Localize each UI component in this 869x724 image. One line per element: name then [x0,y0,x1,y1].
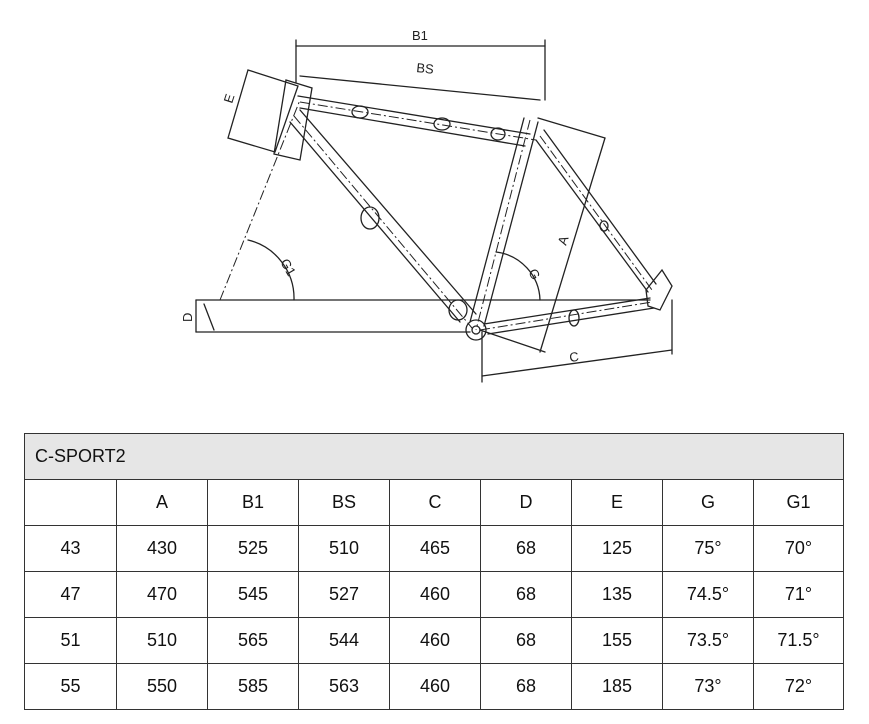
table-cell: 70° [752,525,845,572]
header-cell: A [116,479,208,526]
header-cell: E [571,479,663,526]
table-cell: 47 [24,571,117,618]
geometry-table: C-SPORT2 A B1 BS C D E G G1 43 430 525 5… [23,433,845,710]
table-cell: 43 [24,525,117,572]
table-cell: 73.5° [662,617,754,664]
frame-geometry-diagram: B1 BS E A G G1 D C [180,28,673,383]
table-cell: 544 [298,617,390,664]
header-cell: BS [298,479,390,526]
table-cell: 68 [480,617,572,664]
table-cell: 563 [298,663,390,710]
table-row: 55 550 585 563 460 68 185 73° 72° [24,663,845,710]
table-cell: 135 [571,571,663,618]
table-row: 51 510 565 544 460 68 155 73.5° 71.5° [24,617,845,664]
table-cell: 68 [480,525,572,572]
label-d: D [180,313,195,322]
label-c: C [568,349,579,365]
table-cell: 465 [389,525,481,572]
table-cell: 550 [116,663,208,710]
table-cell: 73° [662,663,754,710]
label-bs: BS [416,60,435,77]
header-cell: C [389,479,481,526]
table-cell: 51 [24,617,117,664]
header-cell [24,479,117,526]
table-title: C-SPORT2 [23,433,845,480]
table-row: 47 470 545 527 460 68 135 74.5° 71° [24,571,845,618]
table-cell: 565 [207,617,299,664]
table-cell: 185 [571,663,663,710]
header-cell: G1 [752,479,845,526]
table-row: 43 430 525 510 465 68 125 75° 70° [24,525,845,572]
header-cell: D [480,479,572,526]
table-cell: 74.5° [662,571,754,618]
table-cell: 155 [571,617,663,664]
table-cell: 527 [298,571,390,618]
table-cell: 125 [571,525,663,572]
table-cell: 71° [752,571,845,618]
table-cell: 68 [480,663,572,710]
table-cell: 72° [752,663,845,710]
table-cell: 460 [389,617,481,664]
header-cell: B1 [207,479,299,526]
table-cell: 470 [116,571,208,618]
table-cell: 525 [207,525,299,572]
table-cell: 585 [207,663,299,710]
label-a: A [555,234,572,247]
table-cell: 71.5° [752,617,845,664]
header-row: A B1 BS C D E G G1 [24,479,845,526]
table-cell: 460 [389,663,481,710]
table-cell: 510 [116,617,208,664]
table-cell: 75° [662,525,754,572]
table-cell: 545 [207,571,299,618]
header-cell: G [662,479,754,526]
table-cell: 460 [389,571,481,618]
label-e: E [221,92,238,105]
table-cell: 68 [480,571,572,618]
table-cell: 510 [298,525,390,572]
table-cell: 430 [116,525,208,572]
label-g1: G1 [277,256,299,279]
table-cell: 55 [24,663,117,710]
label-b1: B1 [412,28,428,43]
